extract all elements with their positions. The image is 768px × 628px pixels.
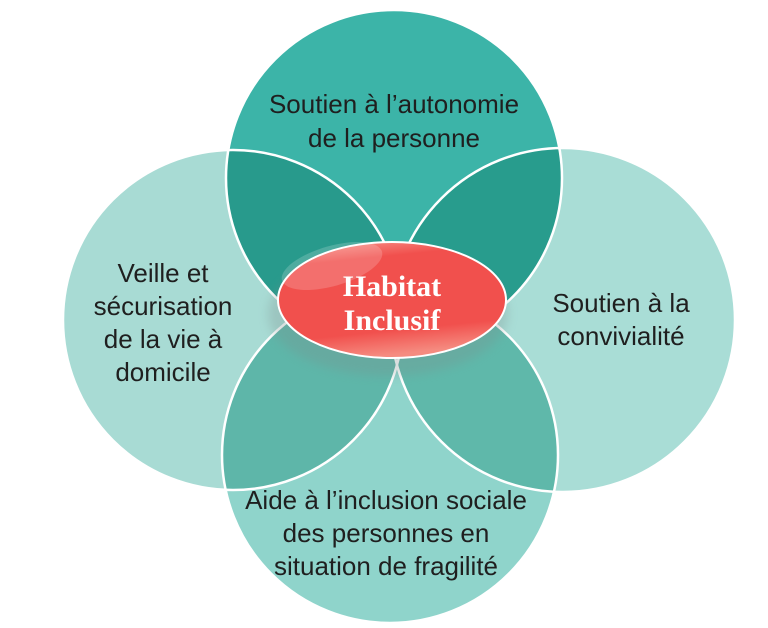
petal-labels: Soutien à l’autonomie de la personne Vei… — [94, 89, 691, 581]
petal-left-label-line: domicile — [115, 357, 210, 387]
petal-right-label-line: convivialité — [557, 321, 684, 351]
center-badge-label-line: Inclusif — [344, 304, 442, 337]
petal-top-label-line: Soutien à l’autonomie — [269, 89, 519, 119]
petal-left-label-line: de la vie à — [104, 324, 223, 354]
center-badge — [277, 241, 507, 359]
petal-bottom-label-line: des personnes en — [283, 518, 490, 548]
petal-left-label-line: Veille et — [117, 258, 209, 288]
petal-bottom-label-line: Aide à l’inclusion sociale — [245, 485, 527, 515]
petal-bottom-circle — [222, 287, 558, 623]
center-badge-label: Habitat Inclusif — [343, 270, 442, 337]
petal-right-label-line: Soutien à la — [552, 288, 690, 318]
center-badge-label-line: Habitat — [343, 270, 441, 303]
petal-left-label-line: sécurisation — [94, 291, 233, 321]
center-badge-gloss-highlight — [281, 242, 383, 290]
petal-fill-group — [63, 10, 735, 623]
petal-top-label-line: de la personne — [308, 123, 480, 153]
petal-bottom-label-line: situation de fragilité — [274, 551, 498, 581]
